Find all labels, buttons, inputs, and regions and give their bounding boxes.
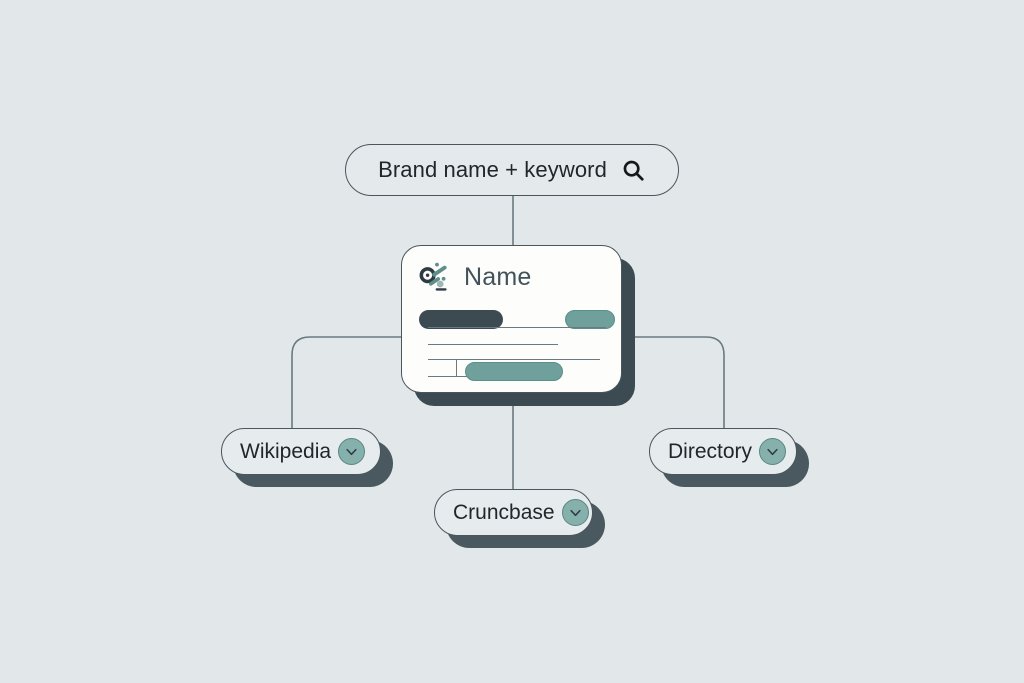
brand-profile-card[interactable]: Name xyxy=(401,245,622,393)
brand-logo-icon xyxy=(419,260,451,294)
node-label-directory: Directory xyxy=(668,439,753,463)
card-title: Name xyxy=(464,262,532,291)
search-icon[interactable] xyxy=(621,158,646,183)
node-directory[interactable]: Directory xyxy=(649,428,797,475)
node-label-wikipedia: Wikipedia xyxy=(240,439,332,463)
search-query-text: Brand name + keyword xyxy=(378,157,607,182)
node-cruncbase[interactable]: Cruncbase xyxy=(434,489,593,536)
card-header: Name xyxy=(419,260,532,294)
card-rule-2 xyxy=(428,344,558,346)
check-circle-icon xyxy=(561,499,589,526)
connector-card-to-directory xyxy=(622,336,725,428)
card-rule-notch xyxy=(456,359,458,377)
card-rule-1 xyxy=(428,327,606,329)
node-wikipedia[interactable]: Wikipedia xyxy=(221,428,381,475)
node-label-cruncbase: Cruncbase xyxy=(453,500,555,524)
card-placeholder-pill-teal-large xyxy=(465,362,563,381)
card-placeholder-pill-dark xyxy=(419,310,503,329)
check-circle-icon xyxy=(759,438,787,465)
card-placeholder-pill-teal-small xyxy=(565,310,615,329)
search-bar[interactable]: Brand name + keyword xyxy=(345,144,679,196)
check-circle-icon xyxy=(338,438,366,465)
card-rule-3 xyxy=(428,359,600,361)
connector-card-to-wikipedia xyxy=(291,336,401,428)
